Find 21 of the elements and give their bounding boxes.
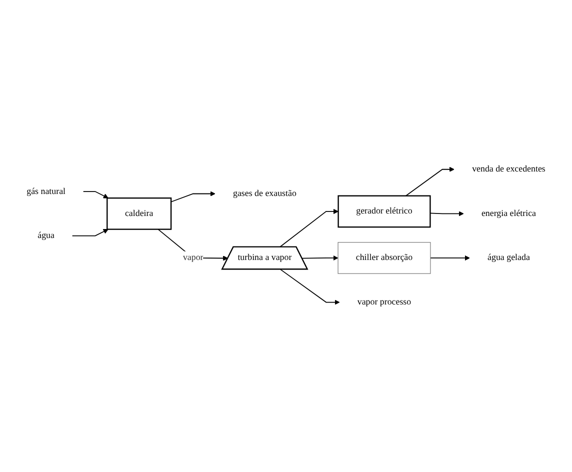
arrow bbox=[430, 256, 470, 261]
node-text: vapor processo bbox=[357, 298, 412, 308]
node-text: água bbox=[38, 231, 54, 241]
node-box: gerador elétrico bbox=[338, 195, 431, 228]
arrow bbox=[170, 191, 216, 202]
arrow bbox=[302, 256, 338, 261]
arrow bbox=[72, 229, 108, 236]
node-text: energia elétrica bbox=[481, 208, 536, 218]
arrow bbox=[82, 191, 108, 198]
arrow bbox=[405, 166, 454, 196]
node-text: gases de exaustão bbox=[232, 189, 296, 199]
arrow bbox=[280, 269, 340, 306]
node-box: chiller absorção bbox=[338, 242, 431, 274]
edge-label: vapor bbox=[182, 253, 204, 263]
node-text: gás natural bbox=[26, 186, 66, 196]
arrow bbox=[158, 229, 228, 262]
arrow bbox=[430, 211, 464, 216]
node-text: água gelada bbox=[488, 253, 530, 263]
node-box: caldeira bbox=[106, 198, 172, 230]
arrow bbox=[279, 209, 339, 248]
node-text: venda de excedentes bbox=[472, 164, 546, 174]
